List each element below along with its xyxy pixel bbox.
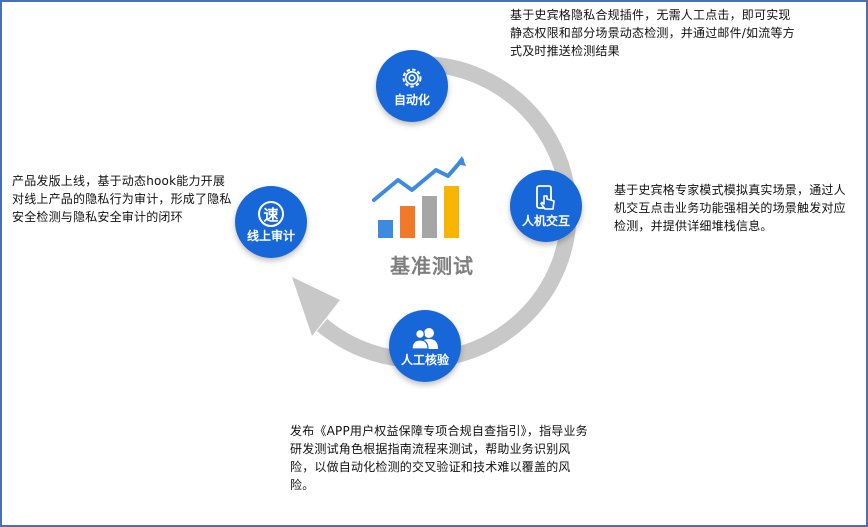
node-manual-label: 人工核验 <box>400 353 449 367</box>
chart-bar-2 <box>400 206 415 238</box>
node-audit-label: 线上审计 <box>246 229 295 243</box>
trend-line <box>372 158 464 202</box>
chart-bar-4 <box>444 186 459 238</box>
desc-automation: 基于史宾格隐私合规插件，无需人工点击，即可实现静态权限和部分场景动态检测，并通过… <box>510 8 795 58</box>
desc-interaction: 基于史宾格专家模式模拟真实场景，通过人机交互点击业务功能强相关的场景触发对应检测… <box>614 183 846 233</box>
node-interaction: 人机交互 <box>510 170 582 242</box>
center-title: 基准测试 <box>390 254 474 278</box>
gear-icon <box>402 68 422 88</box>
node-interaction-label: 人机交互 <box>521 214 570 228</box>
node-automation: 自动化 <box>376 50 448 122</box>
audit-char-icon: 速 <box>258 201 284 227</box>
hand-tap-icon <box>536 185 555 210</box>
node-manual: 人工核验 <box>389 310 461 382</box>
trend-arrow-tip <box>456 156 466 166</box>
node-audit: 速 线上审计 <box>235 186 307 258</box>
desc-manual: 发布《APP用户权益保障专项合规自查指引》，指导业务研发测试角色根据指南流程来测… <box>290 424 588 492</box>
chart-bar-3 <box>422 196 437 238</box>
cycle-arrowhead <box>292 277 340 336</box>
node-automation-label: 自动化 <box>393 93 430 107</box>
chart-bar-1 <box>378 220 393 238</box>
audit-glyph: 速 <box>263 205 279 224</box>
desc-audit: 产品发版上线，基于动态hook能力开展对线上产品的隐私行为审计，形成了隐私安全检… <box>12 174 232 224</box>
users-icon <box>411 328 438 350</box>
